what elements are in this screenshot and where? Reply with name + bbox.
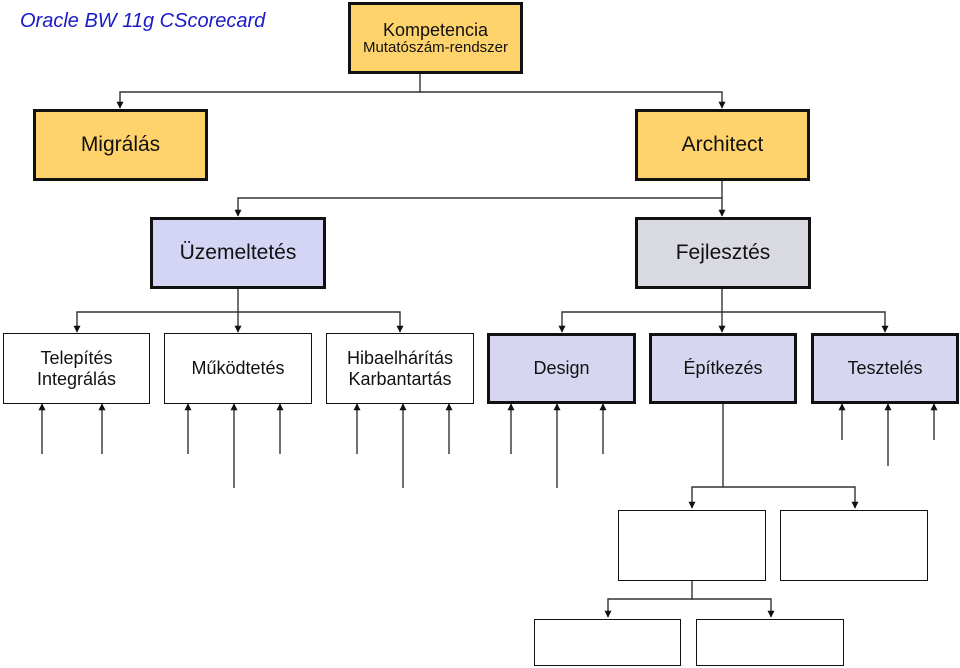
box-teszteles-label: Tesztelés xyxy=(847,358,923,379)
box-migralas-label: Migrálás xyxy=(80,133,161,157)
root-subtitle: Mutatószám-rendszer xyxy=(362,38,509,56)
box-telepites-label: Telepítés xyxy=(40,348,113,369)
empty-box[interactable] xyxy=(534,619,681,666)
box-mukodtetes-label: Működtetés xyxy=(191,358,285,379)
box-telepites-integralas[interactable]: Telepítés Integrálás xyxy=(3,333,150,404)
box-migralas[interactable]: Migrálás xyxy=(33,109,208,181)
box-design-label: Design xyxy=(533,358,590,379)
empty-box[interactable] xyxy=(618,510,766,581)
box-uzemeltetes-label: Üzemeltetés xyxy=(179,241,297,265)
box-fejlesztes[interactable]: Fejlesztés xyxy=(635,217,811,289)
box-hibaelharitas-karbantartas[interactable]: Hibaelhárítás Karbantartás xyxy=(326,333,474,404)
box-teszteles[interactable]: Tesztelés xyxy=(811,333,959,404)
box-mukodtetes[interactable]: Működtetés xyxy=(164,333,312,404)
app-title: Oracle BW 11g CScorecard xyxy=(20,10,266,32)
box-karbantartas-label: Karbantartás xyxy=(348,368,452,389)
box-epitkezes[interactable]: Építkezés xyxy=(649,333,797,404)
root-title: Kompetencia xyxy=(382,19,489,40)
box-fejlesztes-label: Fejlesztés xyxy=(675,241,771,265)
root-box-kompetencia[interactable]: Kompetencia Mutatószám-rendszer xyxy=(348,2,523,74)
box-architect[interactable]: Architect xyxy=(635,109,810,181)
empty-box[interactable] xyxy=(780,510,928,581)
box-design[interactable]: Design xyxy=(487,333,636,404)
box-uzemeltetes[interactable]: Üzemeltetés xyxy=(150,217,326,289)
empty-box[interactable] xyxy=(696,619,844,666)
box-epitkezes-label: Építkezés xyxy=(683,358,763,379)
box-integralas-label: Integrálás xyxy=(36,368,117,389)
box-hibaelharitas-label: Hibaelhárítás xyxy=(346,348,454,369)
box-architect-label: Architect xyxy=(681,133,764,157)
